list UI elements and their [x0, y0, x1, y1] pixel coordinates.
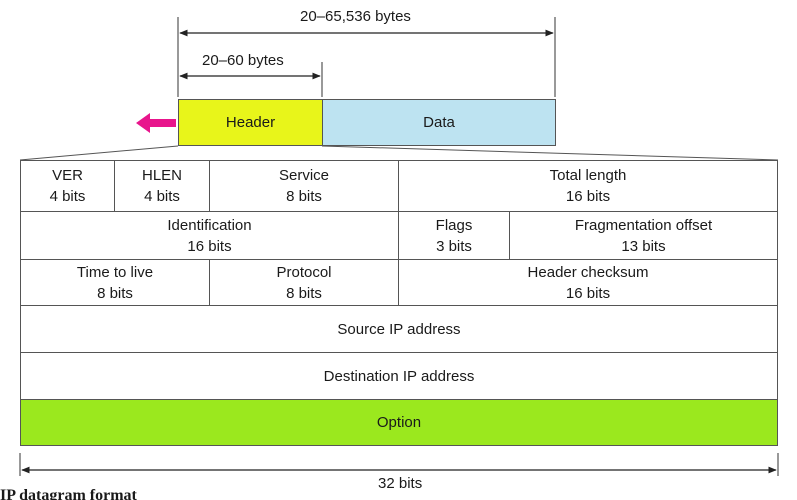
expansion-line-left	[19, 145, 179, 161]
figure-caption: IP datagram format	[0, 487, 137, 500]
width-label: 32 bits	[378, 475, 423, 492]
field-header-checksum-name: Header checksum	[527, 263, 649, 281]
field-ver: VER 4 bits	[20, 160, 115, 212]
expansion-line-right	[321, 145, 779, 161]
datagram-header-segment: Header	[178, 99, 323, 146]
field-destination-ip: Destination IP address	[20, 352, 778, 400]
field-service-name: Service	[278, 167, 330, 184]
field-flags: Flags 3 bits	[398, 211, 510, 260]
field-ver-name: VER	[52, 167, 83, 184]
field-identification: Identification 16 bits	[20, 211, 399, 260]
field-time-to-live: Time to live 8 bits	[20, 259, 210, 306]
field-service-bits: 8 bits	[286, 188, 322, 205]
field-protocol: Protocol 8 bits	[209, 259, 399, 306]
datagram-header-label: Header	[225, 114, 276, 131]
datagram-data-label: Data	[423, 114, 455, 131]
field-fragmentation-offset: Fragmentation offset 13 bits	[509, 211, 778, 260]
field-hlen: HLEN 4 bits	[114, 160, 210, 212]
direction-arrow	[136, 113, 176, 133]
field-option: Option	[20, 399, 778, 446]
field-fragmentation-offset-name: Fragmentation offset	[574, 216, 713, 234]
field-identification-name: Identification	[167, 216, 252, 234]
field-protocol-bits: 8 bits	[286, 284, 322, 302]
field-ver-bits: 4 bits	[49, 188, 86, 205]
field-header-checksum: Header checksum 16 bits	[398, 259, 778, 306]
field-header-checksum-bits: 16 bits	[565, 284, 611, 302]
field-hlen-name: HLEN	[141, 167, 182, 184]
field-source-ip: Source IP address	[20, 305, 778, 353]
field-source-ip-name: Source IP address	[337, 320, 461, 338]
field-identification-bits: 16 bits	[187, 237, 232, 255]
field-total-length: Total length 16 bits	[398, 160, 778, 212]
field-fragmentation-offset-bits: 13 bits	[621, 237, 666, 255]
field-option-name: Option	[376, 414, 422, 431]
field-total-length-bits: 16 bits	[565, 188, 611, 205]
field-flags-name: Flags	[435, 216, 473, 234]
total-length-label: 20–65,536 bytes	[300, 8, 411, 25]
field-time-to-live-bits: 8 bits	[97, 284, 133, 302]
header-length-label: 20–60 bytes	[202, 52, 284, 69]
field-total-length-name: Total length	[549, 167, 627, 184]
field-service: Service 8 bits	[209, 160, 399, 212]
datagram-data-segment: Data	[322, 99, 556, 146]
field-time-to-live-name: Time to live	[76, 263, 154, 281]
field-flags-bits: 3 bits	[436, 237, 472, 255]
field-hlen-bits: 4 bits	[144, 188, 180, 205]
field-destination-ip-name: Destination IP address	[323, 367, 475, 385]
field-protocol-name: Protocol	[276, 263, 332, 281]
